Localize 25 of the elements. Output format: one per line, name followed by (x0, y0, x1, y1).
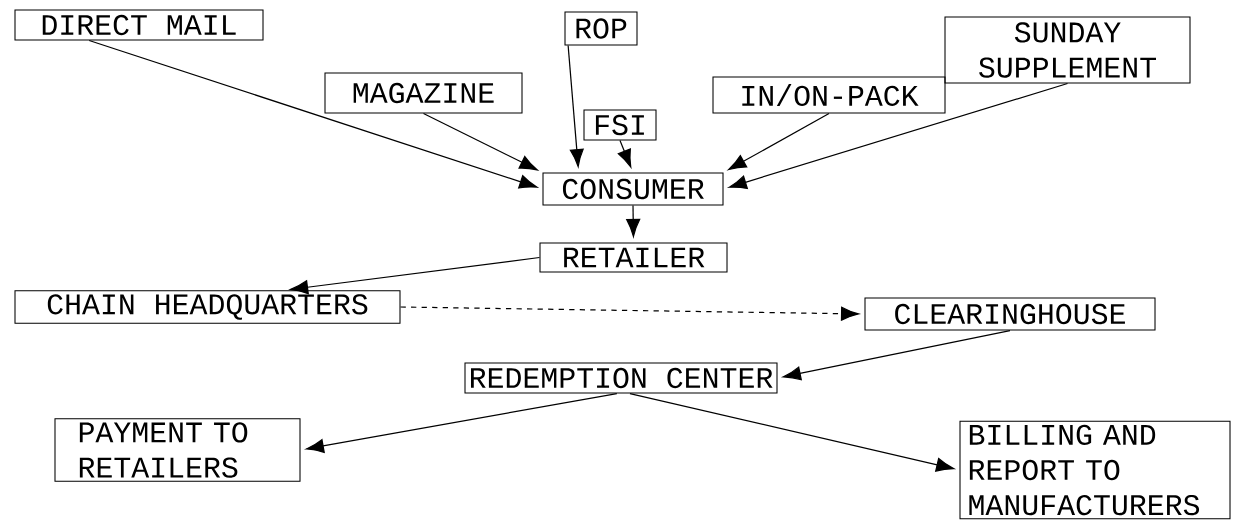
arrow (728, 112, 830, 171)
label-box: BILLING AND REPORT TO MANUFACTURERS (959, 420, 1231, 520)
arrow (728, 82, 1069, 190)
label-box: ROP (564, 11, 638, 46)
label-box: CONSUMER (542, 172, 724, 206)
label-box: DIRECT MAIL (14, 9, 264, 41)
label-box: MAGAZINE (324, 72, 523, 114)
label-box: RETAILER (539, 242, 728, 273)
label-box: CHAIN HEADQUARTERS (14, 290, 401, 324)
arrow (399, 306, 860, 321)
arrow (626, 204, 641, 238)
arrow (305, 392, 618, 453)
arrow (617, 139, 632, 168)
label-box: IN/ON-PACK (712, 76, 946, 114)
label-box: CLEARINGHOUSE (864, 297, 1156, 331)
arrow (782, 329, 1011, 381)
arrow (567, 44, 584, 168)
arrow (88, 39, 538, 189)
label-box: FSI (583, 109, 657, 141)
arrow (629, 392, 955, 472)
label-box: PAYMENT TO RETAILERS (54, 418, 301, 482)
label-box: REDEMPTION CENTER (464, 362, 778, 394)
arrow (422, 112, 538, 171)
label-box: SUNDAY SUPPLEMENT (944, 16, 1191, 84)
arrow (290, 256, 541, 295)
